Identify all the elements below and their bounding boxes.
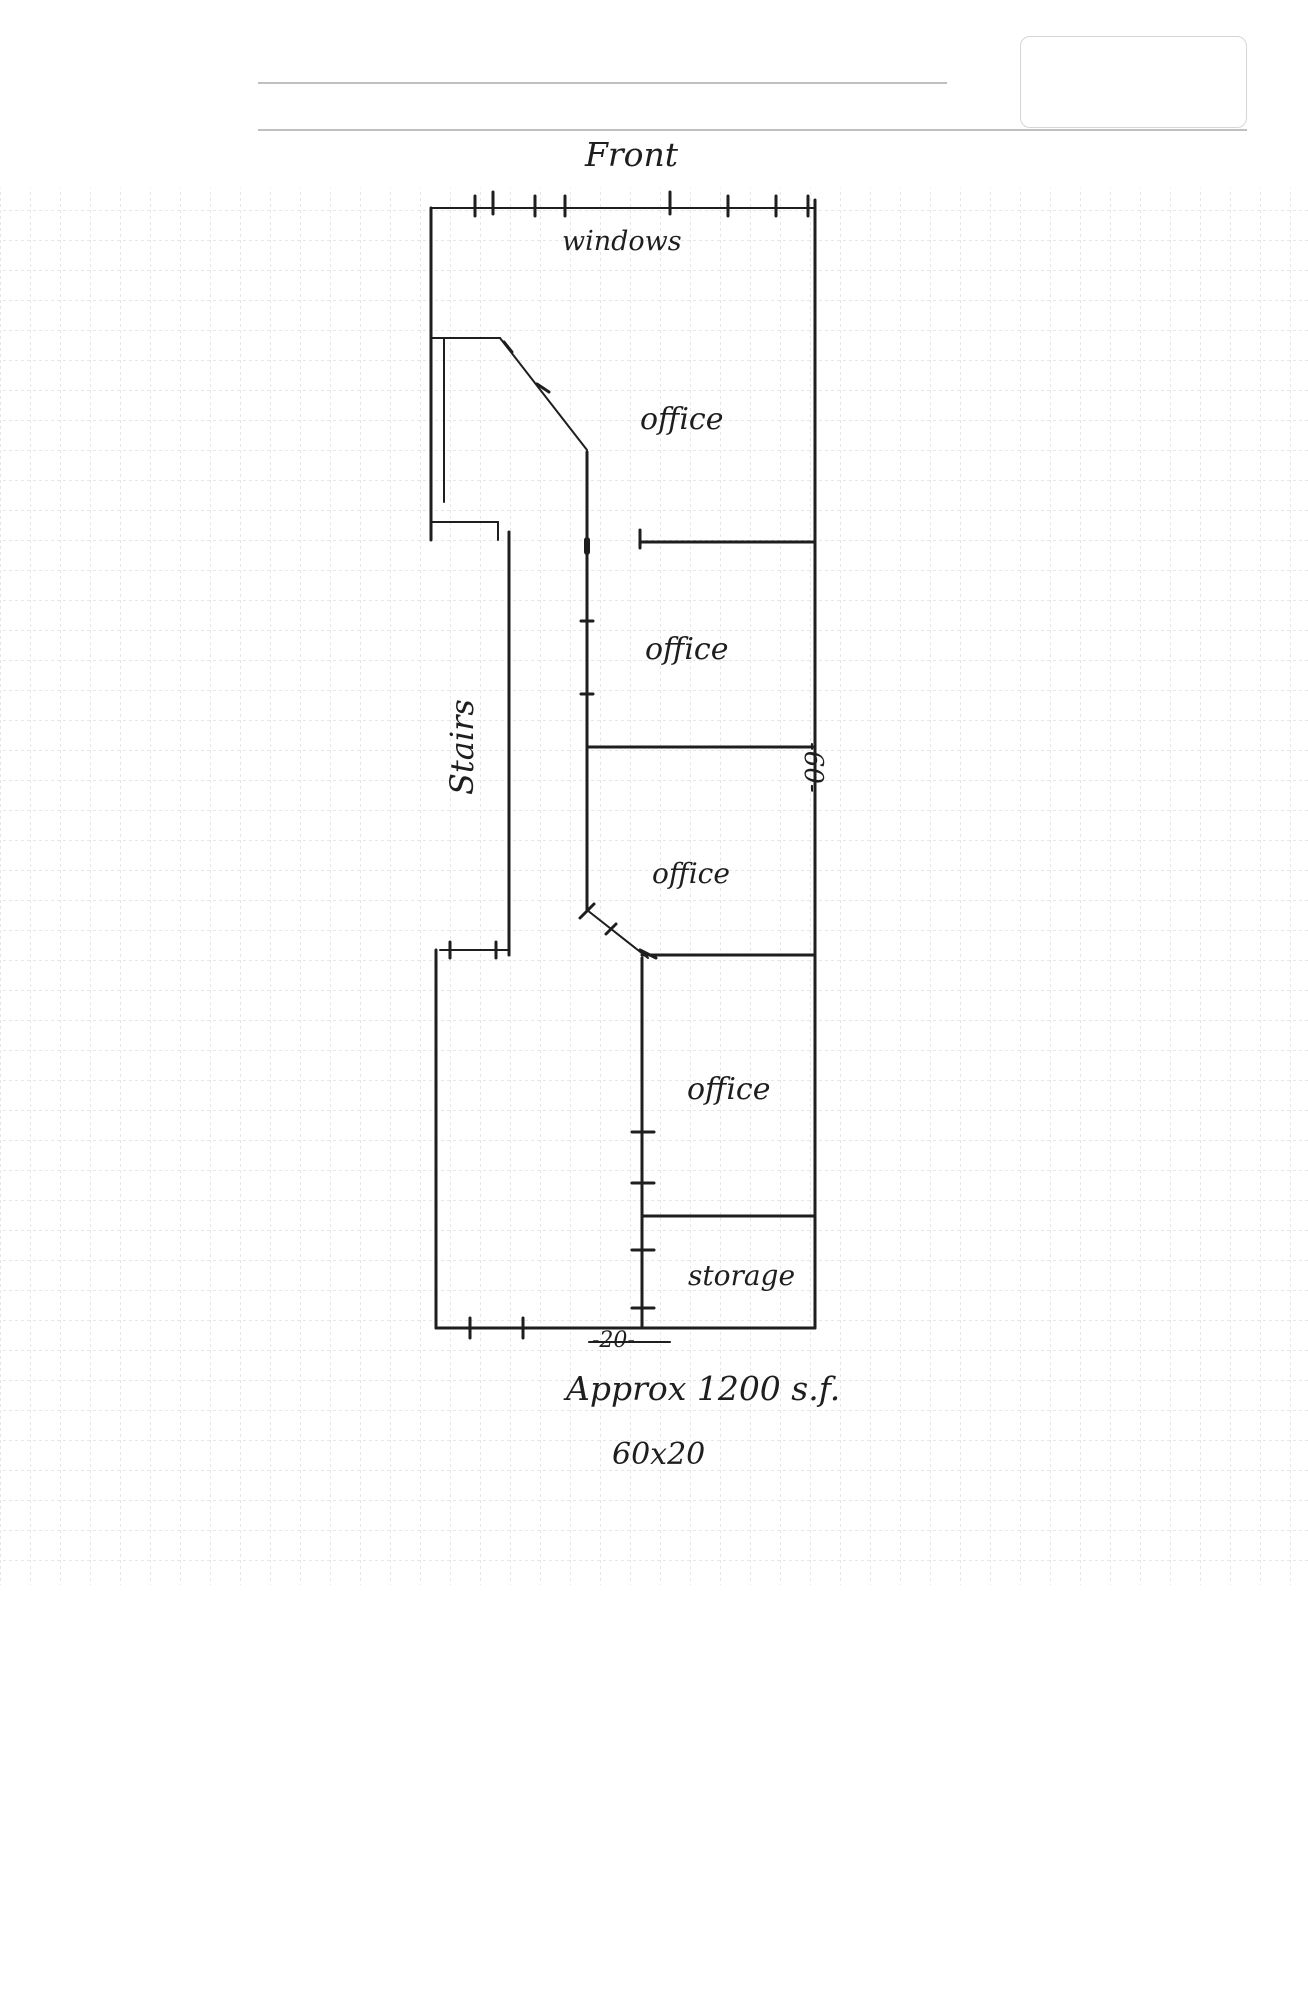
room-label-office-3: office: [652, 857, 730, 890]
title-label: Front: [585, 135, 679, 174]
area-note: Approx 1200 s.f.: [566, 1369, 841, 1408]
diag-tick: [502, 340, 514, 354]
room-label-office-4: office: [687, 1072, 771, 1107]
form-header-box: [1020, 36, 1247, 128]
diag-tick: [535, 382, 551, 394]
width-dimension-label: -20-: [592, 1328, 635, 1353]
size-note: 60x20: [612, 1437, 706, 1472]
diag-tick: [604, 922, 618, 936]
stair-diagonal-upper: [499, 337, 588, 451]
room-label-office-1: office: [640, 402, 724, 437]
floor-plan-walls: [429, 190, 817, 1343]
windows-label: windows: [562, 226, 682, 257]
depth-dimension-label: -60-: [798, 742, 828, 793]
diag-tick: [578, 902, 596, 920]
room-label-office-2: office: [645, 632, 729, 667]
stairs-label: Stairs: [443, 699, 481, 795]
graph-grid: [0, 188, 1308, 1585]
room-label-storage: storage: [688, 1259, 796, 1292]
corridor-diagonal: [586, 909, 649, 959]
